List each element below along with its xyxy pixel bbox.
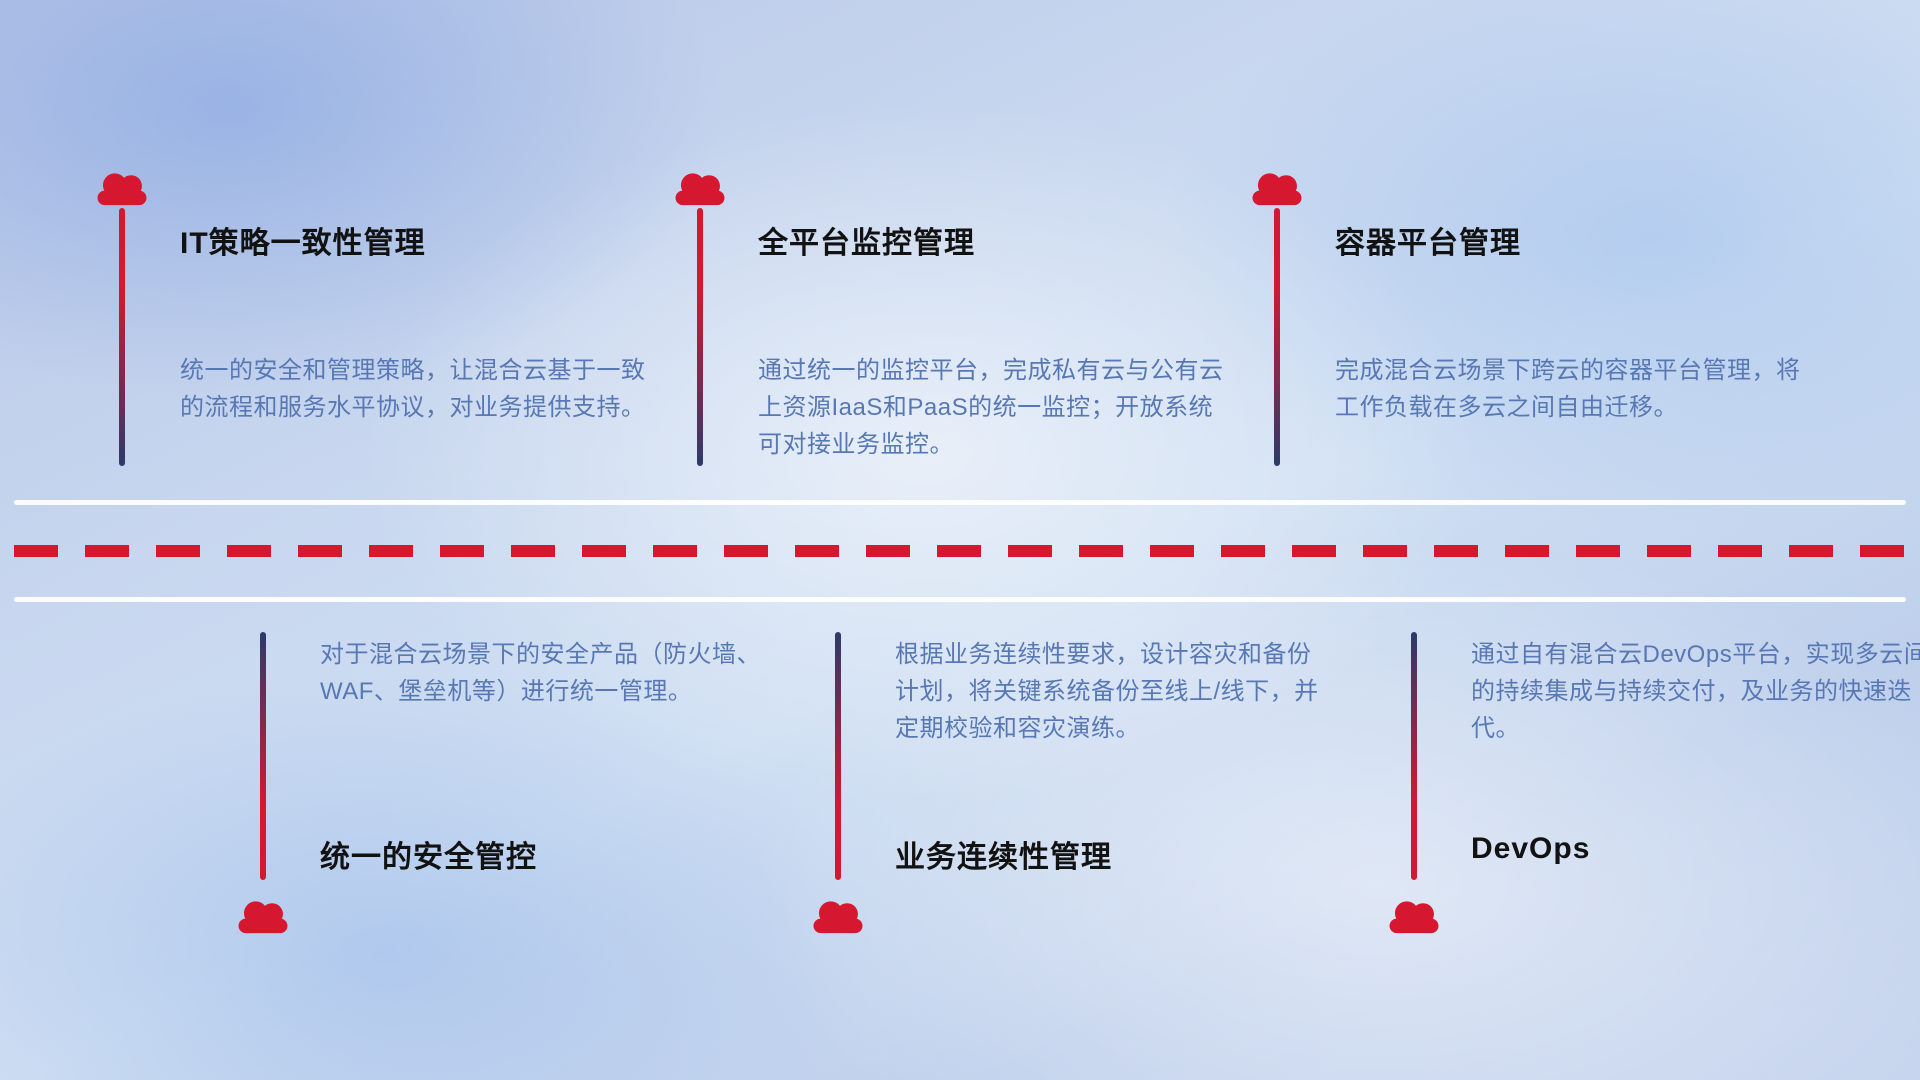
connector-line (697, 208, 703, 466)
item-title-security: 统一的安全管控 (320, 841, 537, 874)
item-desc-monitoring: 通过统一的监控平台，完成私有云与公有云上资源IaaS和PaaS的统一监控；开放系… (758, 357, 1224, 458)
item-title-continuity: 业务连续性管理 (895, 841, 1112, 874)
item-title-it-policy: IT策略一致性管理 (180, 227, 426, 260)
connector-line (260, 632, 266, 880)
item-desc-continuity: 根据业务连续性要求，设计容灾和备份计划，将关键系统备份至线上/线下，并定期校验和… (895, 641, 1319, 742)
item-desc-devops: 通过自有混合云DevOps平台，实现多云间的持续集成与持续交付，及业务的快速迭代… (1471, 641, 1920, 742)
connector-line (1411, 632, 1417, 880)
item-title-monitoring: 全平台监控管理 (758, 227, 975, 260)
cloud-icon (1385, 892, 1443, 938)
connector-line (1274, 208, 1280, 466)
item-title-devops: DevOps (1471, 832, 1591, 865)
cloud-icon (93, 164, 151, 210)
connector-line (835, 632, 841, 880)
road-edge-bottom (14, 597, 1906, 602)
item-desc-security: 对于混合云场景下的安全产品（防火墙、WAF、堡垒机等）进行统一管理。 (320, 641, 761, 705)
cloud-icon (1248, 164, 1306, 210)
connector-line (119, 208, 125, 466)
cloud-icon (671, 164, 729, 210)
cloud-icon (234, 892, 292, 938)
cloud-icon (809, 892, 867, 938)
item-title-container-platform: 容器平台管理 (1335, 227, 1521, 260)
road-edge-top (14, 500, 1906, 505)
item-desc-it-policy: 统一的安全和管理策略，让混合云基于一致的流程和服务水平协议，对业务提供支持。 (180, 357, 646, 421)
item-desc-container-platform: 完成混合云场景下跨云的容器平台管理，将工作负载在多云之间自由迁移。 (1335, 357, 1801, 421)
road-dashed-centerline (14, 545, 1906, 557)
